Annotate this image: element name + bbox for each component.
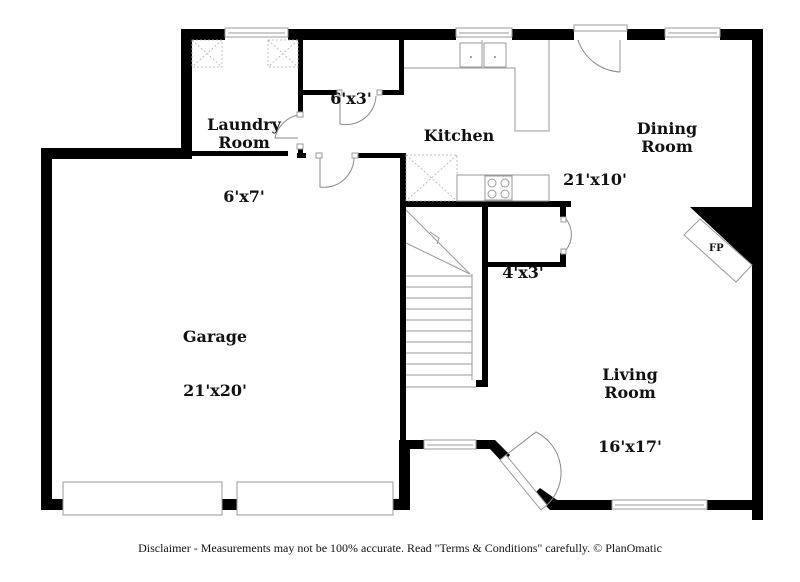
- room-dims: 21'x10': [563, 170, 627, 189]
- fireplace-label: FP: [709, 243, 724, 254]
- room-label-garage: Garage 21'x20': [135, 292, 295, 418]
- kitchen-fixtures: [404, 40, 550, 202]
- room-dims: 4'x3': [502, 263, 544, 282]
- room-name: Dining Room: [636, 119, 698, 156]
- room-name: Living Room: [602, 365, 658, 402]
- room-label-closet-4x3: 4'x3': [488, 228, 558, 300]
- disclaimer-text: Disclaimer - Measurements may not be 100…: [138, 541, 662, 555]
- room-label-living: Living Room 16'x17': [570, 330, 690, 474]
- room-name: Kitchen: [423, 126, 495, 145]
- doors: [274, 24, 628, 511]
- room-label-closet-6x3: 6'x3': [303, 54, 399, 126]
- room-name: Laundry Room: [207, 115, 281, 152]
- room-dims-dining-kitchen: 21'x10': [530, 135, 660, 207]
- stairs: [405, 209, 476, 388]
- room-dims: 16'x17': [598, 437, 662, 456]
- room-dims: 6'x7': [223, 187, 265, 206]
- room-label-laundry: Laundry Room 6'x7': [192, 80, 296, 224]
- windows: [62, 27, 721, 516]
- room-label-dining: Dining Room: [612, 84, 722, 174]
- laundry-appliances: [191, 39, 299, 68]
- room-dims: 21'x20': [183, 381, 247, 400]
- fireplace-hearth: [683, 218, 753, 283]
- room-name: Garage: [182, 327, 248, 346]
- room-label-kitchen: Kitchen: [404, 91, 514, 163]
- room-dims: 6'x3': [330, 89, 372, 108]
- walls: [41, 29, 763, 520]
